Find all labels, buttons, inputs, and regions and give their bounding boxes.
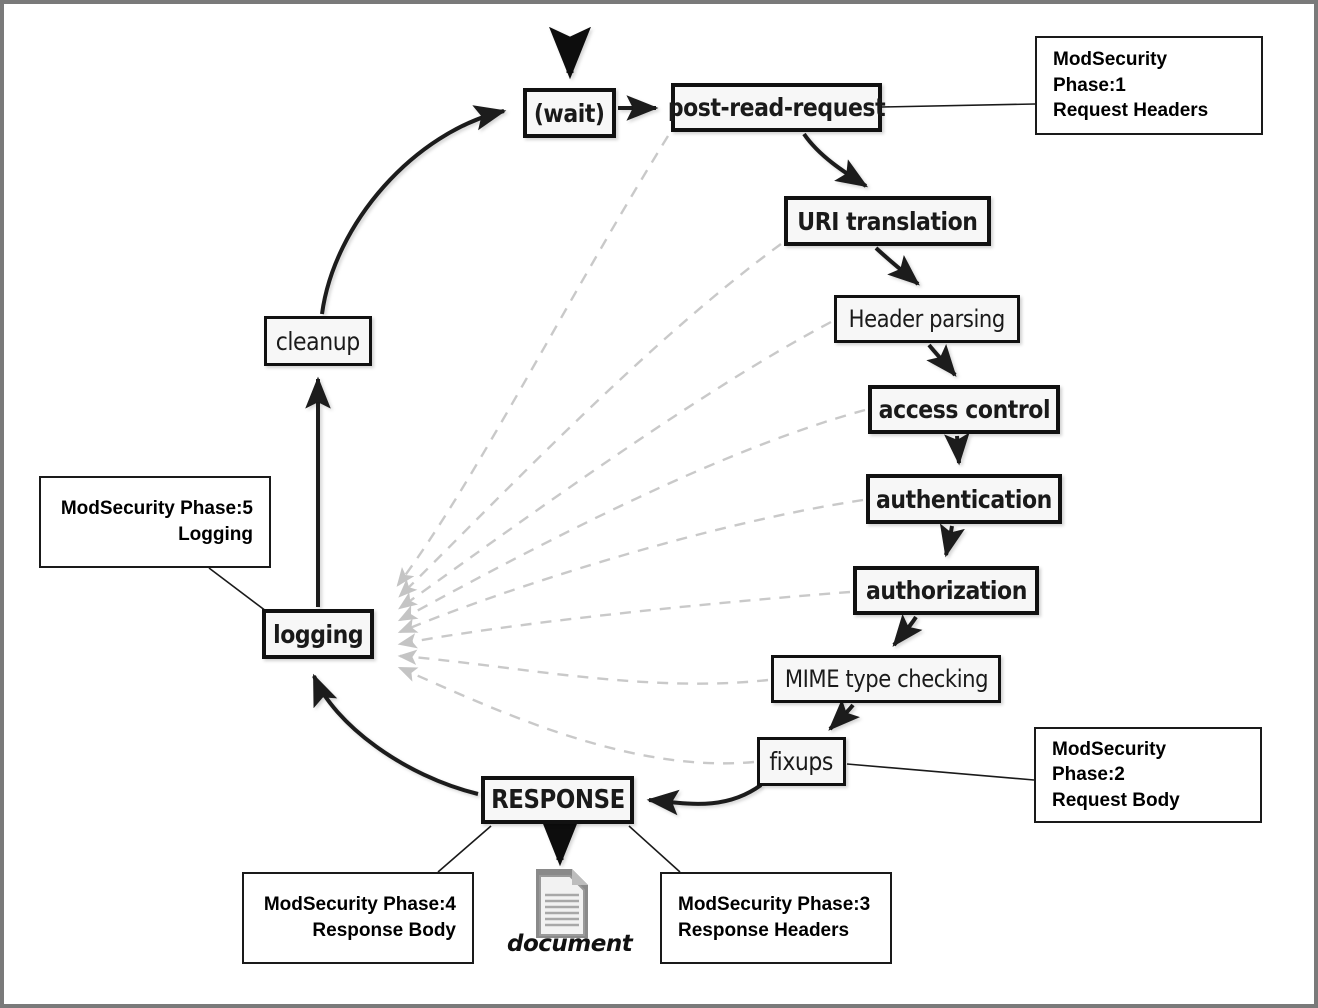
note-phase-5-line-1: ModSecurity Phase:5 <box>60 498 253 520</box>
leader-phase1 <box>881 103 1036 108</box>
node-header-parsing-label: Header parsing <box>848 305 1006 333</box>
edge-header-to-access <box>926 343 957 377</box>
leader-phase4 <box>437 825 492 873</box>
node-header-parsing[interactable]: Header parsing <box>834 295 1020 343</box>
note-phase-5-line-2: Logging <box>178 524 253 545</box>
edge-response-to-logging <box>312 673 479 796</box>
leader-phase3 <box>628 825 681 873</box>
note-modsecurity-phase-4: ModSecurity Phase:4 Response Body <box>242 872 474 964</box>
note-modsecurity-phase-1: ModSecurity Phase:1 Request Headers <box>1035 36 1263 135</box>
document-caption: document <box>507 931 633 957</box>
node-authentication-label: authentication <box>876 484 1052 514</box>
node-response-label: RESPONSE <box>490 785 625 815</box>
note-phase-1-line-1: ModSecurity Phase:1 <box>1053 49 1168 96</box>
note-modsecurity-phase-3: ModSecurity Phase:3 Response Headers <box>660 872 892 964</box>
node-uri-translation-label: URI translation <box>797 206 978 236</box>
node-wait[interactable]: (wait) <box>523 88 616 138</box>
note-phase-4-line-1: ModSecurity Phase:4 <box>263 894 456 916</box>
node-fixups-label: fixups <box>769 747 834 776</box>
note-phase-2-line-1: ModSecurity Phase:2 <box>1052 738 1167 786</box>
edge-mime-to-fixups <box>828 699 860 731</box>
edge-cleanup-to-wait <box>320 105 507 315</box>
node-post-read-request-label: post-read-request <box>667 93 886 122</box>
document-icon <box>536 869 588 938</box>
solid-flow-edges <box>305 26 970 867</box>
node-wait-label: (wait) <box>534 98 605 128</box>
node-uri-translation[interactable]: URI translation <box>784 196 991 246</box>
node-mime-type-checking-label: MIME type checking <box>784 665 988 693</box>
node-post-read-request[interactable]: post-read-request <box>667 83 886 132</box>
note-phase-1-line-2: Request Headers <box>1053 100 1209 122</box>
note-phase-3-line-1: ModSecurity Phase:3 <box>678 894 871 916</box>
note-modsecurity-phase-5: ModSecurity Phase:5 Logging <box>39 476 271 568</box>
edge-authn-to-authz <box>939 523 965 558</box>
node-response[interactable]: RESPONSE <box>481 776 634 824</box>
node-access-control-label: access control <box>878 395 1050 424</box>
node-authentication[interactable]: authentication <box>866 474 1062 524</box>
edge-access-to-authn <box>944 432 970 466</box>
edge-fixups-to-response <box>646 783 763 816</box>
node-mime-type-checking[interactable]: MIME type checking <box>771 655 1001 703</box>
note-phase-4-line-2: Response Body <box>312 920 456 941</box>
edge-authz-to-mime <box>892 613 923 647</box>
node-cleanup-label: cleanup <box>275 326 360 356</box>
note-phase-2-line-2: Request Body <box>1052 789 1180 811</box>
node-cleanup[interactable]: cleanup <box>264 316 372 366</box>
edge-post-read-to-uri <box>802 132 869 188</box>
node-access-control[interactable]: access control <box>868 385 1060 434</box>
note-modsecurity-phase-2: ModSecurity Phase:2 Request Body <box>1034 727 1262 823</box>
node-authorization[interactable]: authorization <box>853 566 1039 615</box>
node-authorization-label: authorization <box>865 576 1027 605</box>
leader-phase2 <box>846 763 1035 781</box>
node-logging[interactable]: logging <box>262 609 374 659</box>
node-fixups[interactable]: fixups <box>757 737 846 786</box>
leader-phase5 <box>208 567 267 612</box>
node-logging-label: logging <box>272 619 364 649</box>
edge-uri-to-header <box>874 246 920 286</box>
note-phase-3-line-2: Response Headers <box>678 920 850 941</box>
